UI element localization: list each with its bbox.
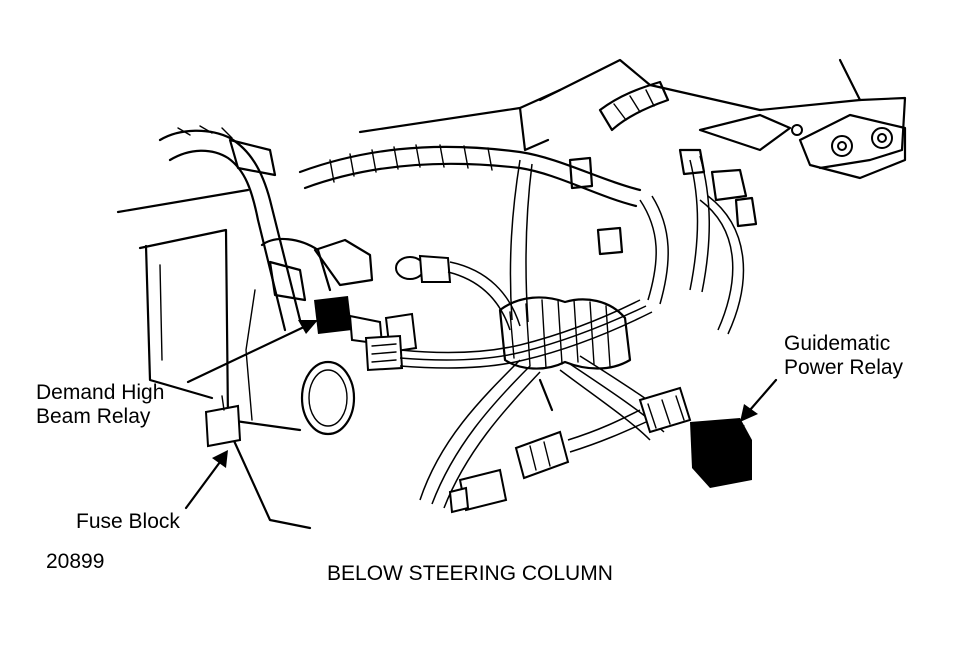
guidematic-power-relay-label-line1: Guidematic <box>784 332 891 355</box>
guidematic-power-relay <box>638 386 752 488</box>
figure-caption: BELOW STEERING COLUMN <box>327 562 613 585</box>
callout-arrows <box>184 320 778 510</box>
central-wire-bundle <box>399 148 758 370</box>
mounting-bracket <box>698 113 907 180</box>
guidematic-power-relay-label-line2: Power Relay <box>784 356 904 379</box>
demand-high-beam-relay-label-line1: Demand High <box>36 381 165 404</box>
dash-panel <box>116 58 907 530</box>
lower-harness <box>419 355 679 514</box>
main-harness-upper <box>298 80 670 208</box>
demand-high-beam-relay-label-line2: Beam Relay <box>36 405 151 428</box>
left-harness <box>158 125 374 332</box>
figure-number: 20899 <box>46 550 105 573</box>
fuse-block-shape <box>204 395 242 448</box>
center-connectors <box>364 254 452 372</box>
retainer-ring <box>300 360 356 436</box>
fuse-block-label: Fuse Block <box>76 510 180 533</box>
